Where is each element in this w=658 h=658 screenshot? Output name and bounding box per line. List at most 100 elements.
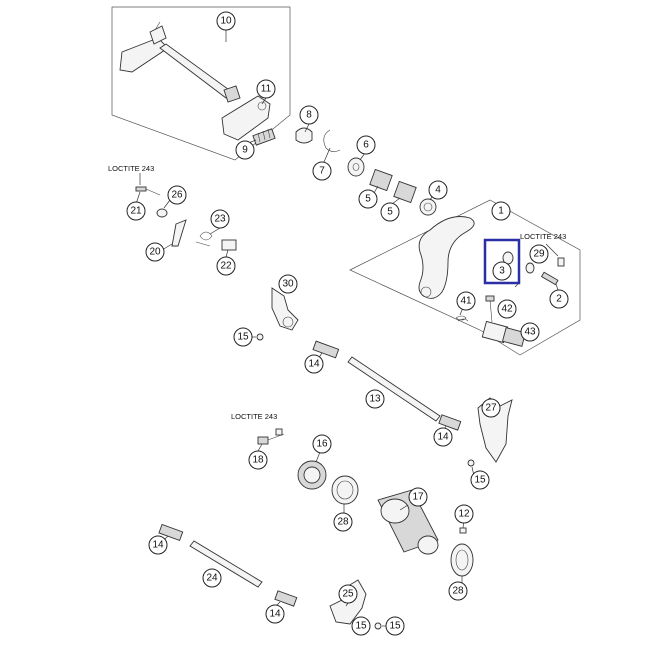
callout-26[interactable]: 26 [167,185,187,205]
svg-text:15: 15 [389,621,401,632]
callout-28a[interactable]: 28 [333,512,353,532]
callout-20[interactable]: 20 [145,242,165,262]
pin-15b-part [467,459,475,467]
loctite-note-left: LOCTITE 243 [108,164,154,173]
callout-22[interactable]: 22 [216,256,236,276]
svg-text:42: 42 [501,304,513,315]
callout-24[interactable]: 24 [202,568,222,588]
svg-text:3: 3 [499,266,505,277]
spring-14c-part [158,523,184,542]
svg-text:18: 18 [252,455,264,466]
pin-15a-part [256,333,264,341]
bearing-28b-part [450,543,474,577]
seal-4-part [419,198,437,216]
callout-3[interactable]: 3 [492,261,512,281]
svg-text:14: 14 [308,359,320,370]
svg-text:21: 21 [130,206,142,217]
svg-text:17: 17 [412,492,424,503]
svg-text:8: 8 [306,110,312,121]
callout-43[interactable]: 43 [520,322,540,342]
shift-fork-30-part [271,287,299,331]
highlight-box [483,238,521,285]
callout-23[interactable]: 23 [210,209,230,229]
svg-text:24: 24 [206,573,218,584]
loctite-note-mid: LOCTITE 243 [231,412,277,421]
svg-text:41: 41 [460,296,472,307]
washer-29-part [525,262,535,274]
callout-15a[interactable]: 15 [233,327,253,347]
callout-41[interactable]: 41 [456,291,476,311]
callout-10[interactable]: 10 [216,11,236,31]
svg-text:12: 12 [458,509,470,520]
pin-15c-part [374,622,382,630]
callout-42[interactable]: 42 [497,299,517,319]
callout-14d[interactable]: 14 [265,604,285,624]
callout-13[interactable]: 13 [365,389,385,409]
svg-text:14: 14 [437,432,449,443]
callout-14c[interactable]: 14 [148,535,168,555]
washer-26-part [156,208,168,218]
callout-25[interactable]: 25 [338,584,358,604]
callout-12[interactable]: 12 [454,504,474,524]
washer-6-part [347,157,365,177]
callout-14a[interactable]: 14 [304,354,324,374]
callout-14b[interactable]: 14 [433,427,453,447]
svg-text:1: 1 [498,206,504,217]
spring-41-part [455,315,469,322]
bushing-8-part [295,127,313,144]
callout-30[interactable]: 30 [278,274,298,294]
pin-12-part [459,527,467,534]
shift-drum-17-part [377,489,439,555]
svg-text:5: 5 [365,194,371,205]
shift-rail-24-part [189,540,263,588]
callout-16[interactable]: 16 [312,434,332,454]
bearing-5b-part [393,180,417,204]
callout-15b[interactable]: 15 [470,470,490,490]
shift-lever-part [418,216,475,299]
spring-9-part [252,128,276,146]
callout-2[interactable]: 2 [549,289,569,309]
spring-14b-part [438,414,462,431]
svg-text:28: 28 [452,586,464,597]
callout-17[interactable]: 17 [408,487,428,507]
svg-text:28: 28 [337,517,349,528]
svg-text:20: 20 [149,247,161,258]
callout-5b[interactable]: 5 [380,202,400,222]
svg-text:7: 7 [319,166,325,177]
callout-1[interactable]: 1 [491,201,511,221]
bearing-5a-part [369,168,393,192]
screw-2-part [540,257,565,286]
shift-rail-13-part [347,356,441,422]
callout-5a[interactable]: 5 [358,189,378,209]
callout-11[interactable]: 11 [256,79,276,99]
bolt-42-part [485,295,495,323]
svg-text:14: 14 [152,540,164,551]
svg-text:15: 15 [355,621,367,632]
callout-29[interactable]: 29 [529,244,549,264]
callout-15c[interactable]: 15 [351,616,371,636]
callout-8[interactable]: 8 [299,105,319,125]
svg-text:6: 6 [363,140,369,151]
svg-text:29: 29 [533,249,545,260]
svg-text:9: 9 [242,145,248,156]
callout-6[interactable]: 6 [356,135,376,155]
svg-text:14: 14 [269,609,281,620]
callout-18[interactable]: 18 [248,450,268,470]
callout-9[interactable]: 9 [235,140,255,160]
bearing-28a-part [331,475,359,505]
callout-28b[interactable]: 28 [448,581,468,601]
callout-21[interactable]: 21 [126,201,146,221]
pedal-tip-43-part [481,320,527,347]
svg-text:15: 15 [237,332,249,343]
shift-drum-locating-16-part [297,460,327,490]
callout-15d[interactable]: 15 [385,616,405,636]
lever-20-part [171,219,187,247]
svg-text:11: 11 [261,84,272,95]
svg-text:30: 30 [282,279,294,290]
callout-27[interactable]: 27 [481,398,501,418]
svg-text:25: 25 [342,589,354,600]
callout-7[interactable]: 7 [312,161,332,181]
svg-text:23: 23 [214,214,226,225]
svg-text:13: 13 [369,394,381,405]
callout-4[interactable]: 4 [428,180,448,200]
